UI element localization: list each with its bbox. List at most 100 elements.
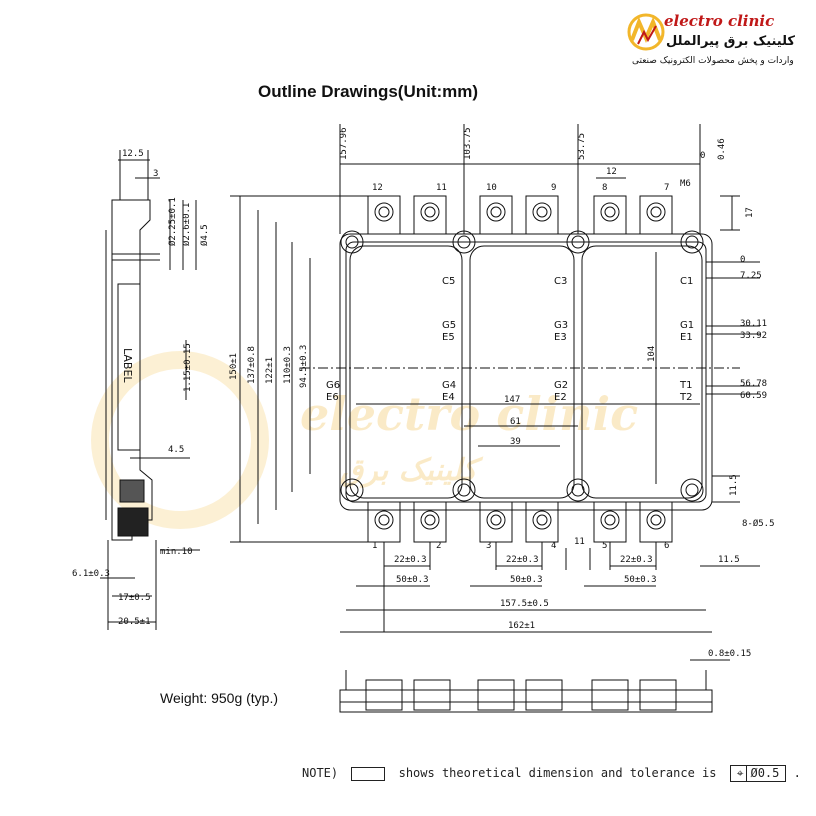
dim-147: 147 [504,395,520,405]
dim-20-5: 20.5±1 [118,617,151,627]
watermark-text: electro clinic [300,387,638,441]
dim-7-25: 7.25 [740,271,762,281]
top-view [230,124,760,633]
tolerance-value: Ø0.5 [750,766,780,780]
dim-60-59: 60.59 [740,391,767,401]
dim-8-holes: 8-Ø5.5 [742,518,775,529]
note-prefix: NOTE) [302,766,339,780]
terminal-11: 11 [436,183,447,193]
pin-g4: G4 [442,380,456,391]
brand-logo: electro clinic کلینیک برق پیرالملل واردا… [626,6,806,76]
terminal-3: 3 [486,541,491,551]
note: NOTE) shows theoretical dimension and to… [302,765,801,782]
dim-122: 122±1 [265,357,275,384]
terminal-1: 1 [372,541,377,551]
dim-11-5-right: 11.5 [729,474,739,496]
dim-50-b: 50±0.3 [510,575,543,585]
pin-e2: E2 [554,392,567,403]
terminal-6: 6 [664,541,669,551]
dim-22-c: 22±0.3 [620,555,653,565]
pin-g6: G6 [326,380,340,391]
dim-0-right: 0 [740,255,745,265]
pin-e6: E6 [326,392,339,403]
tolerance-frame: ⌖Ø0.5 [729,765,787,782]
dim-157-96: 157.96 [339,127,349,160]
dim-110: 110±0.3 [283,346,293,384]
dim-30-11: 30.11 [740,319,767,329]
note-suffix: . [793,766,801,780]
dim-50-c: 50±0.3 [624,575,657,585]
dim-157-5: 157.5±0.5 [500,599,549,609]
dim-94-5: 94.5±0.3 [299,345,309,388]
pin-g2: G2 [554,380,568,391]
pin-t2: T2 [679,392,692,403]
dim-22-b: 22±0.3 [506,555,539,565]
watermark-fa: کلینیک برق [340,453,484,488]
dim-103-75: 103.75 [463,127,473,160]
dim-12-5: 12.5 [122,149,144,159]
terminal-10: 10 [486,183,497,193]
weight-text: Weight: 950g (typ.) [160,690,279,706]
terminal-7: 7 [664,183,669,193]
label-text: LABEL [121,348,134,383]
dim-137: 137±0.8 [247,346,257,384]
dim-33-92: 33.92 [740,331,767,341]
terminal-2: 2 [436,541,441,551]
dim-0-46: 0.46 [717,138,727,160]
dim-53-75: 53.75 [577,133,587,160]
pin-e5: E5 [442,332,455,343]
dim-22-a: 22±0.3 [394,555,427,565]
position-tolerance-icon: ⌖ [734,766,748,781]
dim-12: 12 [606,167,617,177]
logo-mark-icon [627,13,665,51]
dim-d2-6: Ø2.6±0.1 [181,203,192,246]
terminal-5: 5 [602,541,607,551]
dim-17: 17±0.5 [118,593,151,603]
top-view-labels: 157.96 103.75 53.75 0 0.46 12 M6 17 12 1… [229,127,775,659]
terminal-12: 12 [372,183,383,193]
pin-g1: G1 [680,320,694,331]
logo-fa-name: کلینیک برق پیرالملل [666,34,795,49]
pin-g5: G5 [442,320,456,331]
dim-1-15: 1.15±0.15 [183,343,193,392]
terminal-8: 8 [602,183,607,193]
pin-c3: C3 [554,276,567,287]
logo-fa-tagline: واردات و پخش محصولات الکترونیک صنعتی [632,56,794,66]
dim-4-5: 4.5 [168,445,184,455]
dim-0-8: 0.8±0.15 [708,649,751,659]
dim-6-1: 6.1±0.3 [72,569,110,579]
dim-11-5-bottom: 11.5 [718,555,740,565]
dim-61: 61 [510,417,521,427]
pin-c5: C5 [442,276,455,287]
terminal-9: 9 [551,183,556,193]
side-view-labels: 12.5 3 Ø2.25±0.1 Ø2.6±0.1 Ø4.5 1.15±0.15… [72,149,210,627]
dim-d2-25: Ø2.25±0.1 [167,197,178,246]
dim-11: 11 [574,537,585,547]
dim-d4-5: Ø4.5 [199,224,210,246]
page-title: Outline Drawings(Unit:mm) [258,82,479,101]
dim-150: 150±1 [229,353,239,380]
front-view [339,659,730,713]
pin-e3: E3 [554,332,567,343]
pin-c1: C1 [680,276,693,287]
note-text: shows theoretical dimension and toleranc… [398,766,717,780]
dim-17-right: 17 [745,207,755,218]
logo-name: electro clinic [664,12,775,30]
pin-g3: G3 [554,320,568,331]
terminal-4: 4 [551,541,556,551]
dim-3: 3 [153,169,158,179]
side-view [100,150,200,630]
dim-0-top: 0 [700,151,705,161]
dim-min-10: min.10 [160,547,193,557]
dim-56-78: 56.78 [740,379,767,389]
pin-e4: E4 [442,392,455,403]
dim-39: 39 [510,437,521,447]
note-box-symbol [351,766,386,781]
dim-50-a: 50±0.3 [396,575,429,585]
dim-162: 162±1 [508,621,535,631]
dim-m6: M6 [680,179,691,189]
dim-104: 104 [647,346,657,362]
pin-e1: E1 [680,332,693,343]
